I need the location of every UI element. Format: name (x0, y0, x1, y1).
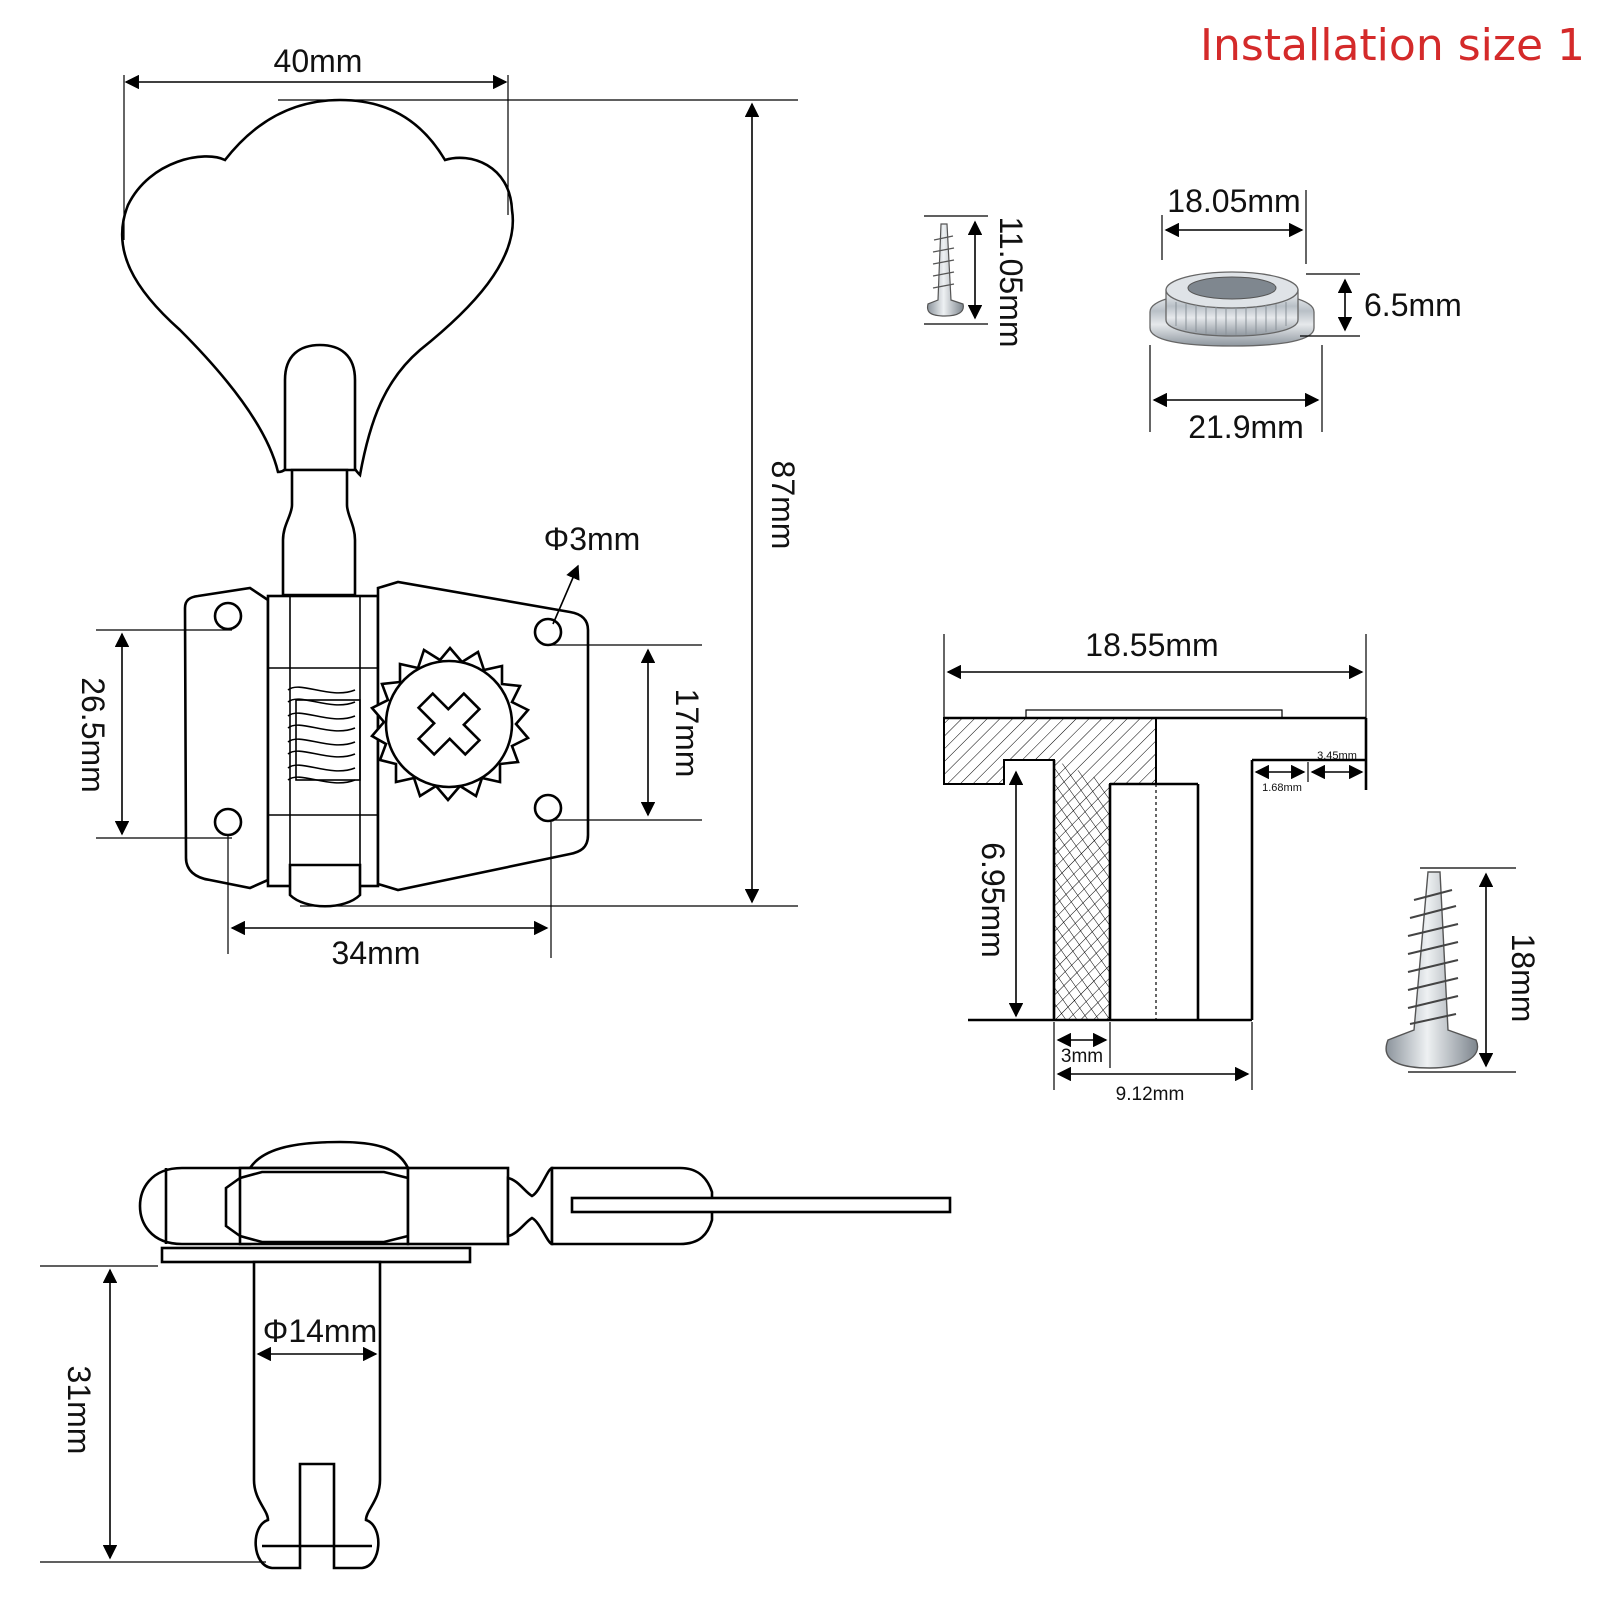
tuner-side-view: Φ14mm 31mm (40, 1140, 952, 1570)
small-screw: 11.05mm (924, 215, 1029, 348)
worm-threads (287, 686, 361, 784)
tuner-front-view: 40mm 87mm Φ3mm 26.5mm 17mm 34mm (75, 43, 801, 971)
side-shaft-neck (506, 1166, 554, 1246)
side-gear-dome (247, 1140, 411, 1170)
dim-flange-b: 1.68mm (1262, 782, 1302, 794)
dim-total-height: 87mm (765, 461, 801, 550)
bushing-section: 18.55mm 6.95mm 3.45mm 1.68mm 3mm 9.12mm (943, 627, 1368, 1105)
small-screw-icon (926, 223, 964, 317)
tuner-key-button (120, 98, 515, 478)
side-gear-cap (138, 1166, 252, 1246)
housing-left-plate (183, 586, 270, 890)
mount-hole-top-right (533, 617, 563, 647)
dim-post-length: 31mm (61, 1366, 97, 1455)
side-key-blade (570, 1196, 952, 1214)
side-string-post (252, 1260, 382, 1570)
worm-end (288, 863, 362, 908)
mount-hole-top-left (213, 601, 243, 631)
dim-bushing-height: 6.5mm (1364, 287, 1462, 323)
dim-section-height: 6.95mm (975, 842, 1011, 958)
dim-left-hole-spacing: 26.5mm (75, 677, 111, 793)
dim-section-width: 18.55mm (1085, 627, 1218, 663)
dim-bushing-top: 18.05mm (1167, 183, 1300, 219)
dim-bushing-bottom: 21.9mm (1188, 409, 1304, 445)
page-title: Installation size 1 (1200, 20, 1585, 71)
dim-key-width: 40mm (274, 43, 363, 79)
tuner-neck (281, 468, 357, 597)
bushing-photo: 18.05mm 6.5mm 21.9mm (1149, 183, 1462, 445)
side-shaft-housing (406, 1166, 510, 1246)
phillips-cross-icon (416, 691, 482, 757)
mount-hole-bottom-left (213, 807, 243, 837)
dim-hole-diameter: Φ3mm (544, 521, 641, 557)
dim-wall-thickness: 3mm (1061, 1046, 1103, 1067)
dim-large-screw-length: 18mm (1505, 934, 1541, 1023)
large-screw-icon (1385, 871, 1479, 1069)
dim-hole-span: 34mm (332, 935, 421, 971)
dim-right-hole-spacing: 17mm (669, 689, 705, 778)
tuner-key-shaft (283, 343, 357, 472)
worm-housing (266, 594, 380, 888)
dim-bore-width: 9.12mm (1116, 1084, 1185, 1105)
side-base-plate (160, 1246, 472, 1264)
large-screw: 18mm (1385, 867, 1541, 1073)
side-housing (238, 1166, 410, 1246)
dim-small-screw-length: 11.05mm (993, 216, 1029, 347)
dim-flange-a: 3.45mm (1317, 750, 1357, 762)
dim-post-diameter: Φ14mm (263, 1313, 377, 1349)
mount-hole-bottom-right (533, 793, 563, 823)
